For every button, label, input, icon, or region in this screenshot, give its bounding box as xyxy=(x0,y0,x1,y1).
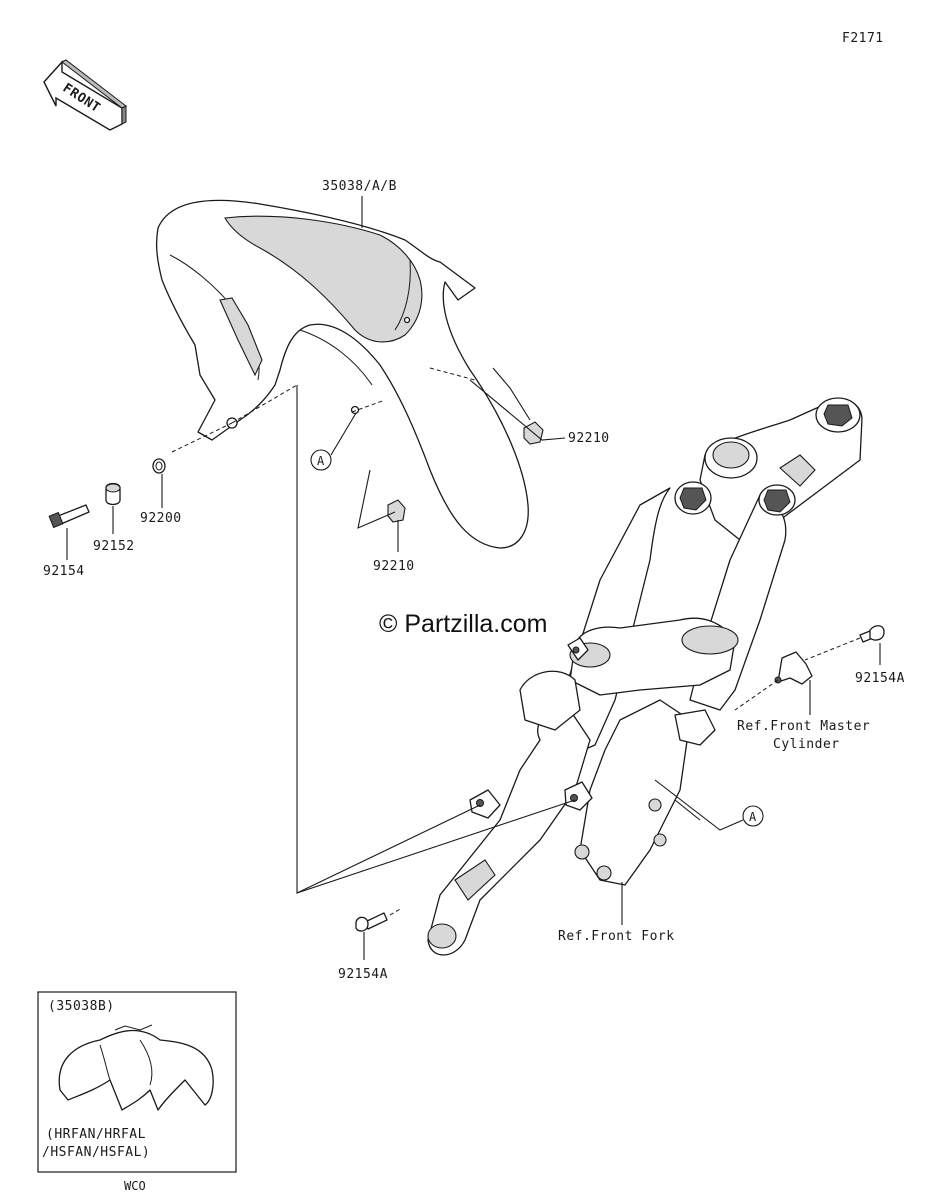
ref-a-lower-marker: A xyxy=(654,779,764,831)
inset-title: (35038B) xyxy=(48,999,115,1014)
callout-collar: 92152 xyxy=(93,539,135,554)
bolt-92154-left: 92154 xyxy=(43,504,90,579)
master-cylinder-clamp xyxy=(734,651,813,711)
ref-a-upper-marker: A xyxy=(310,412,357,471)
callout-fender: 35038/A/B xyxy=(322,179,397,194)
front-fender xyxy=(155,199,529,549)
ref-front-fork: Ref.Front Fork xyxy=(558,929,675,944)
inset-models-line1: (HRFAN/HRFAL xyxy=(46,1127,146,1142)
inset-footer: WCO xyxy=(124,1179,146,1193)
washer-92200: 92200 xyxy=(140,458,182,526)
nut-clip-upper: 92210 xyxy=(469,367,610,446)
nut-clip-lower: 92210 xyxy=(357,469,415,574)
inset-models-line2: /HSFAN/HSFAL) xyxy=(42,1145,150,1160)
inset-fender-variant xyxy=(58,1024,214,1111)
inset-box: (35038B) (HRFAN/HRFAL /HSFAN/HSFAL) xyxy=(37,991,237,1173)
callout-bolt-bottom: 92154A xyxy=(338,967,388,982)
watermark: © Partzilla.com xyxy=(379,610,547,638)
diagram-code: F2171 xyxy=(842,31,884,46)
ref-master-cylinder-line1: Ref.Front Master xyxy=(737,719,870,734)
collar-92152: 92152 xyxy=(93,482,135,554)
front-arrow-icon: FRONT xyxy=(43,59,127,131)
callout-nut-clip-lower: 92210 xyxy=(373,559,415,574)
callout-nut-clip-upper: 92210 xyxy=(568,431,610,446)
callout-washer: 92200 xyxy=(140,511,182,526)
callout-bolt-left: 92154 xyxy=(43,564,85,579)
bolt-92154a-bottom: 92154A xyxy=(338,907,403,982)
ref-master-cylinder-line2: Cylinder xyxy=(773,737,840,752)
ref-a-lower-label: A xyxy=(749,810,757,824)
ref-a-upper-label: A xyxy=(317,454,325,468)
front-fork-assembly xyxy=(427,397,863,956)
callout-bolt-right: 92154A xyxy=(855,671,905,686)
bolt-92154a-right: 92154A xyxy=(804,625,905,686)
